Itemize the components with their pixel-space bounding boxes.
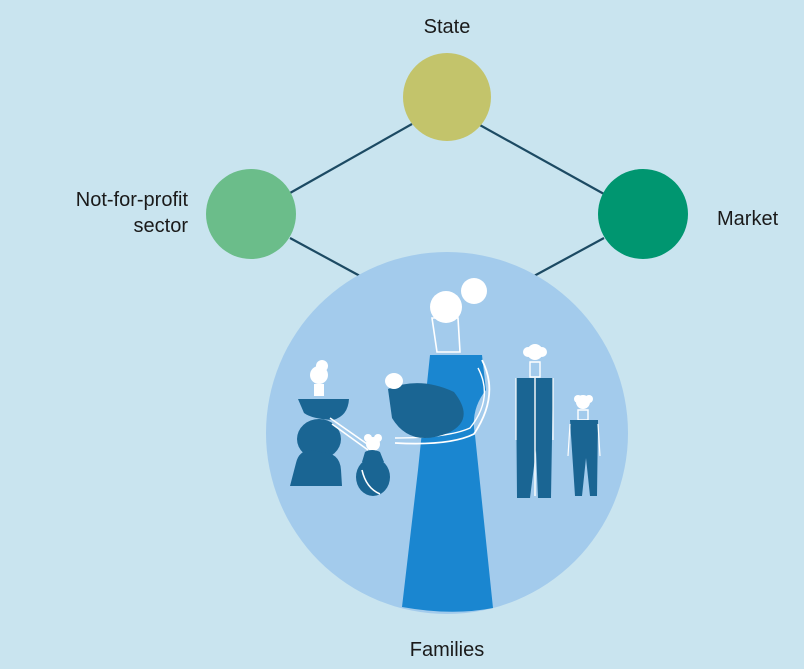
family-figures-icon: [290, 278, 601, 612]
adult-figure-center: [385, 278, 493, 612]
node-market: [598, 169, 688, 259]
edge-market-families: [533, 237, 605, 277]
child-figure-tall: [515, 344, 554, 498]
child-figure-small: [356, 434, 390, 496]
label-not-for-profit: Not-for-profit sector: [76, 187, 188, 239]
label-families: Families: [409, 639, 485, 661]
diagram-edges: [289, 123, 605, 277]
label-state: State: [423, 16, 471, 38]
child-figure-right: [567, 395, 601, 496]
node-state: [403, 53, 491, 141]
edge-state-market: [477, 123, 605, 195]
node-not-for-profit: [206, 169, 296, 259]
label-not-for-profit-line1: Not-for-profit: [75, 189, 188, 211]
label-market: Market: [717, 208, 779, 230]
label-not-for-profit-line2: sector: [133, 215, 188, 237]
edge-state-not-for-profit: [289, 123, 413, 194]
adult-figure-left: [290, 360, 371, 486]
edge-not-for-profit-families: [289, 237, 361, 277]
